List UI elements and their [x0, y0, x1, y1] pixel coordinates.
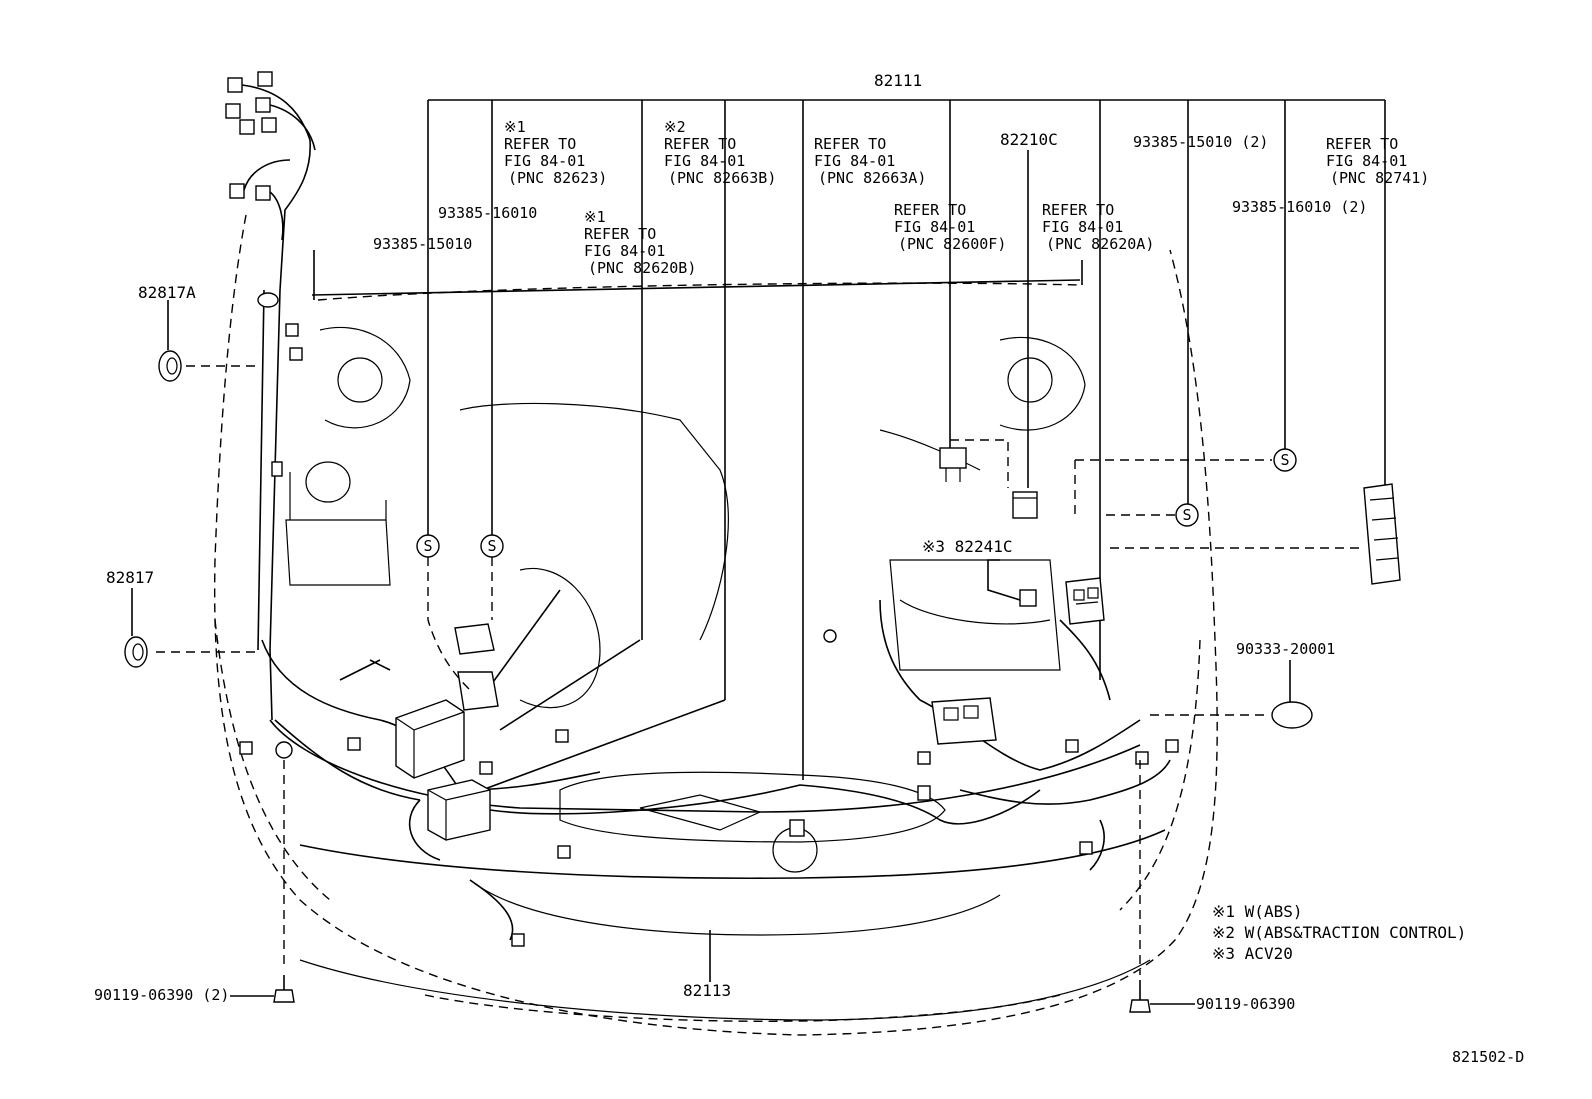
- junction-block-right: [1065, 577, 1105, 625]
- notes: ※1 W(ABS) ※2 W(ABS&TRACTION CONTROL) ※3 …: [1212, 902, 1476, 963]
- relay-82600f: [939, 447, 967, 482]
- label-ref-82620b: ※1 REFER TO FIG 84-01 (PNC 82620B): [584, 208, 696, 277]
- plug-90333-part: [1271, 660, 1313, 729]
- connector-cluster: [225, 71, 316, 721]
- bolt-right-part: [1129, 980, 1195, 1013]
- fuse-box-bottom: [427, 779, 491, 841]
- harness-82111-leader: [427, 99, 1386, 780]
- label-82241c: ※3 82241C: [922, 537, 1012, 556]
- clamp-symbol-right-2: S: [1175, 503, 1199, 527]
- relay-block-left: [395, 699, 465, 779]
- label-82113: 82113: [683, 981, 731, 1000]
- relay-82241c: [987, 559, 1037, 607]
- label-ref-82741: REFER TO FIG 84-01 (PNC 82741): [1326, 135, 1429, 187]
- label-ref-82663a: REFER TO FIG 84-01 (PNC 82663A): [814, 135, 926, 187]
- dashed-leaders: [156, 365, 1362, 975]
- svg-text:S: S: [1182, 506, 1191, 524]
- computer-82741: [1363, 483, 1401, 585]
- label-ref-82620a: REFER TO FIG 84-01 (PNC 82620A): [1042, 201, 1154, 253]
- junction-block-center: [931, 697, 997, 745]
- grommet-82817a-part: [158, 300, 182, 382]
- label-82111: 82111: [874, 71, 922, 90]
- svg-text:S: S: [1280, 451, 1289, 469]
- clamp-symbol-left-2: S: [480, 534, 504, 558]
- label-clamp-15010-2: 93385-15010 (2): [1133, 133, 1268, 151]
- label-clamp-16010: 93385-16010: [438, 204, 537, 222]
- label-90333: 90333-20001: [1236, 640, 1335, 658]
- label-82210c: 82210C: [1000, 130, 1058, 149]
- label-clamp-15010: 93385-15010: [373, 235, 472, 253]
- clamp-symbol-left-1: S: [416, 534, 440, 558]
- connectors-misc: [239, 323, 1179, 947]
- label-bolt-left: 90119-06390 (2): [94, 986, 229, 1004]
- label-ref-82600f: REFER TO FIG 84-01 (PNC 82600F): [894, 201, 1006, 253]
- bolt-left-part: [230, 975, 295, 1003]
- relay-82210c: [1012, 491, 1038, 519]
- clamp-symbol-right-1: S: [1273, 448, 1297, 472]
- svg-text:S: S: [487, 537, 496, 555]
- label-ref-82623: ※1 REFER TO FIG 84-01 (PNC 82623): [504, 118, 607, 187]
- label-clamp-16010-2: 93385-16010 (2): [1232, 198, 1367, 216]
- engine-bay-outline: [213, 214, 1218, 1036]
- label-bolt-right: 90119-06390: [1196, 995, 1295, 1013]
- figure-id: 821502-D: [1452, 1048, 1524, 1066]
- label-ref-82663b: ※2 REFER TO FIG 84-01 (PNC 82663B): [664, 118, 776, 187]
- label-82817: 82817: [106, 568, 154, 587]
- fuse-box-small: [454, 623, 499, 711]
- svg-text:S: S: [423, 537, 432, 555]
- grommet-82817-part: [124, 588, 148, 668]
- label-82817a: 82817A: [138, 283, 196, 302]
